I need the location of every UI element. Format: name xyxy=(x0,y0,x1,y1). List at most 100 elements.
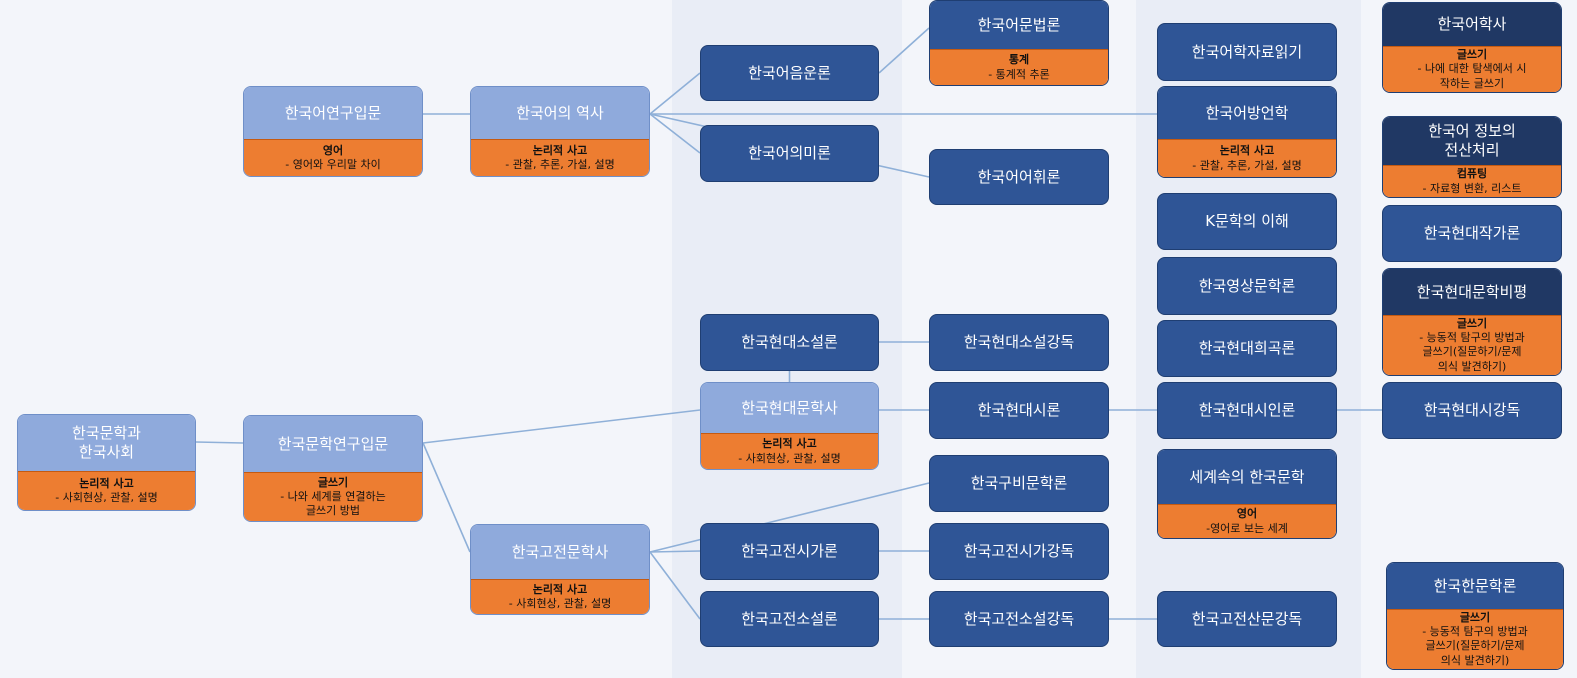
course-modern-poetry-theory[interactable]: 한국현대시론 xyxy=(929,382,1109,439)
course-phonology[interactable]: 한국어음운론 xyxy=(700,45,879,101)
course-title: 한국어음운론 xyxy=(748,63,831,82)
note-body: - 나에 대한 탐색에서 시 작하는 글쓰기 xyxy=(1417,62,1527,90)
course-title: 한국어의미론 xyxy=(748,144,831,163)
course-korlang-info-processing[interactable]: 한국어 정보의 전산처리 컴퓨팅 - 자료형 변환, 리스트 xyxy=(1382,116,1562,198)
course-title: 한국현대소설강독 xyxy=(963,333,1075,352)
course-classic-poetry-theory[interactable]: 한국고전시가론 xyxy=(700,523,879,580)
course-classic-novel-reading[interactable]: 한국고전소설강독 xyxy=(929,591,1109,647)
course-korlang-research-intro[interactable]: 한국어연구입문 영어 - 영어와 우리말 차이 xyxy=(243,86,423,177)
course-title: 한국고전소설강독 xyxy=(963,609,1075,628)
note-title: 영어 xyxy=(1236,507,1258,521)
note-title: 논리적 사고 xyxy=(532,582,588,596)
note-body: - 나와 세계를 연결하는 글쓰기 방법 xyxy=(280,489,386,518)
course-title: 한국현대작가론 xyxy=(1423,224,1521,243)
note-title: 통계 xyxy=(1008,53,1030,67)
course-title: 한국현대문학비평 xyxy=(1383,269,1561,315)
course-title: 한국고전소설론 xyxy=(741,609,838,628)
course-title: 한국현대소설론 xyxy=(741,333,838,352)
course-classic-novel-theory[interactable]: 한국고전소설론 xyxy=(700,591,879,647)
note-body: -영어로 보는 세계 xyxy=(1206,521,1288,535)
course-classic-poetry-reading[interactable]: 한국고전시가강독 xyxy=(929,523,1109,580)
note-body: - 능동적 탐구의 방법과 글쓰기(질문하기/문제 의식 발견하기) xyxy=(1419,331,1525,373)
connector-classic_lit_history-classic_poetry_theory xyxy=(649,550,701,553)
course-modern-novel-theory[interactable]: 한국현대소설론 xyxy=(700,314,879,371)
course-title: K문학의 이해 xyxy=(1205,212,1289,231)
course-modern-lit-criticism[interactable]: 한국현대문학비평 글쓰기 - 능동적 탐구의 방법과 글쓰기(질문하기/문제 의… xyxy=(1382,268,1562,376)
course-title: 한국한문학론 xyxy=(1387,563,1563,609)
course-modern-poet-theory[interactable]: 한국현대시인론 xyxy=(1157,382,1337,439)
course-title: 한국현대희곡론 xyxy=(1198,339,1296,358)
course-title: 한국어 정보의 전산처리 xyxy=(1383,117,1561,166)
note-body: - 통계적 추론 xyxy=(988,67,1050,81)
note-body: - 능동적 탐구의 방법과 글쓰기(질문하기/문제 의식 발견하기) xyxy=(1422,625,1528,667)
course-modern-lit-history[interactable]: 한국현대문학사 논리적 사고 - 사회현상, 관찰, 설명 xyxy=(700,382,879,470)
course-title: 한국어의 역사 xyxy=(471,87,649,139)
course-title: 한국현대시론 xyxy=(977,401,1061,420)
course-title: 세계속의 한국문학 xyxy=(1158,450,1336,504)
course-title: 한국고전산문강독 xyxy=(1191,609,1303,628)
course-korlang-history[interactable]: 한국어의 역사 논리적 사고 - 관찰, 추론, 가설, 설명 xyxy=(470,86,650,177)
course-title: 한국문학과 한국사회 xyxy=(18,415,195,471)
note-body: - 자료형 변환, 리스트 xyxy=(1422,181,1522,195)
note-title: 논리적 사고 xyxy=(1219,144,1275,158)
course-dialectology[interactable]: 한국어방언학 논리적 사고 - 관찰, 추론, 가설, 설명 xyxy=(1157,86,1337,178)
course-title: 한국어문법론 xyxy=(930,1,1108,49)
course-classic-lit-history[interactable]: 한국고전문학사 논리적 사고 - 사회현상, 관찰, 설명 xyxy=(470,524,650,615)
course-korlang-data-reading[interactable]: 한국어학자료읽기 xyxy=(1157,23,1337,81)
connector-korlit_society-korlit_research_intro xyxy=(195,441,244,444)
course-semantics[interactable]: 한국어의미론 xyxy=(700,125,879,182)
course-title: 한국영상문학론 xyxy=(1198,276,1296,295)
course-title: 한국현대문학사 xyxy=(701,383,878,433)
note-title: 글쓰기 xyxy=(1456,48,1488,62)
note-title: 논리적 사고 xyxy=(532,143,588,157)
note-body: - 사회현상, 관찰, 설명 xyxy=(738,451,841,465)
course-modern-drama-theory[interactable]: 한국현대희곡론 xyxy=(1157,320,1337,377)
course-modern-poetry-reading[interactable]: 한국현대시강독 xyxy=(1382,382,1562,439)
course-title: 한국고전문학사 xyxy=(471,525,649,579)
course-title: 한국어방언학 xyxy=(1158,87,1336,139)
connector-phonology-grammar xyxy=(878,27,930,74)
note-body: - 사회현상, 관찰, 설명 xyxy=(55,491,158,504)
course-title: 한국고전시가강독 xyxy=(963,542,1075,561)
course-film-lit-theory[interactable]: 한국영상문학론 xyxy=(1157,257,1337,315)
connector-classic_lit_history-oral_lit_theory xyxy=(649,482,930,553)
connector-classic_lit_history-classic_novel_theory xyxy=(649,551,701,620)
connector-korlit_research_intro-modern_lit_history xyxy=(422,409,701,444)
course-sino-korean-lit-theory[interactable]: 한국한문학론 글쓰기 - 능동적 탐구의 방법과 글쓰기(질문하기/문제 의식 … xyxy=(1386,562,1564,670)
note-body: - 사회현상, 관찰, 설명 xyxy=(508,597,612,610)
note-title: 글쓰기 xyxy=(1459,610,1491,624)
connector-korlit_research_intro-classic_lit_history xyxy=(422,442,471,553)
course-modern-writer-theory[interactable]: 한국현대작가론 xyxy=(1382,205,1562,262)
course-world-korlit[interactable]: 세계속의 한국문학 영어 -영어로 보는 세계 xyxy=(1157,449,1337,539)
course-title: 한국어학사 xyxy=(1383,3,1561,47)
course-title: 한국문학연구입문 xyxy=(244,416,422,472)
course-k-literature[interactable]: K문학의 이해 xyxy=(1157,193,1337,250)
course-korlit-research-intro[interactable]: 한국문학연구입문 글쓰기 - 나와 세계를 연결하는 글쓰기 방법 xyxy=(243,415,423,522)
note-body: - 관찰, 추론, 가설, 설명 xyxy=(1192,158,1302,172)
course-korlit-society[interactable]: 한국문학과 한국사회 논리적 사고 - 사회현상, 관찰, 설명 xyxy=(17,414,196,511)
course-oral-lit-theory[interactable]: 한국구비문학론 xyxy=(929,455,1109,512)
course-modern-novel-reading[interactable]: 한국현대소설강독 xyxy=(929,314,1109,371)
course-title: 한국현대시강독 xyxy=(1423,401,1521,420)
note-title: 논리적 사고 xyxy=(762,437,817,451)
course-title: 한국어어휘론 xyxy=(977,167,1061,186)
course-korlang-studies-history[interactable]: 한국어학사 글쓰기 - 나에 대한 탐색에서 시 작하는 글쓰기 xyxy=(1382,2,1562,93)
note-title: 영어 xyxy=(322,143,344,157)
connector-korlang_history-phonology xyxy=(649,72,701,115)
note-title: 글쓰기 xyxy=(1456,316,1488,330)
course-classic-prose-reading[interactable]: 한국고전산문강독 xyxy=(1157,591,1337,647)
course-title: 한국어연구입문 xyxy=(244,87,422,139)
note-title: 글쓰기 xyxy=(317,475,349,489)
course-title: 한국구비문학론 xyxy=(970,474,1068,493)
note-title: 컴퓨팅 xyxy=(1456,167,1488,181)
course-title: 한국현대시인론 xyxy=(1198,401,1296,420)
course-vocabulary[interactable]: 한국어어휘론 xyxy=(929,149,1109,205)
course-title: 한국고전시가론 xyxy=(741,542,838,561)
course-grammar[interactable]: 한국어문법론 통계 - 통계적 추론 xyxy=(929,0,1109,86)
note-title: 논리적 사고 xyxy=(79,476,134,490)
course-title: 한국어학자료읽기 xyxy=(1191,42,1303,61)
note-body: - 영어와 우리말 차이 xyxy=(285,158,381,171)
note-body: - 관찰, 추론, 가설, 설명 xyxy=(505,158,615,171)
